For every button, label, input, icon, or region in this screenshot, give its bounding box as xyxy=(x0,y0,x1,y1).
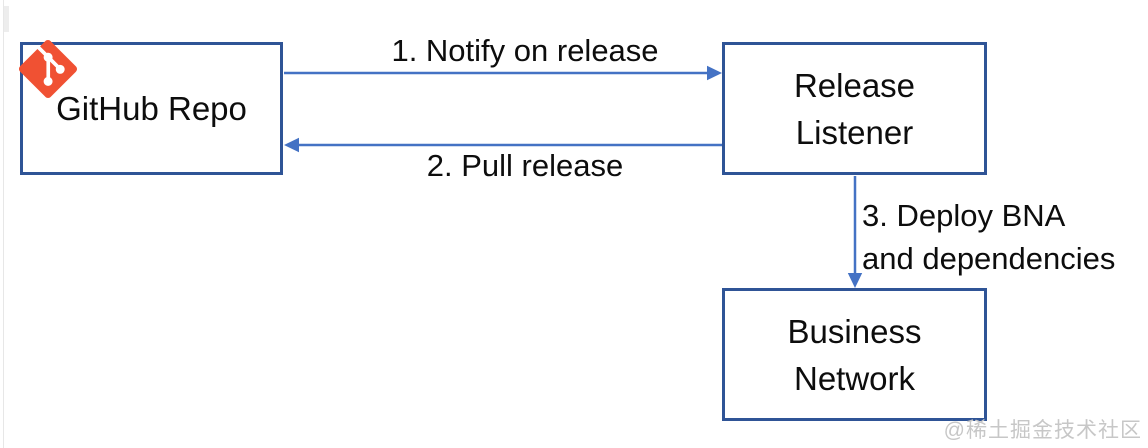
arrow-pull-head xyxy=(284,137,299,153)
edge-label-deploy-line1: 3. Deploy BNA xyxy=(862,198,1066,233)
edge-label-deploy: 3. Deploy BNA and dependencies xyxy=(862,194,1115,280)
node-release-listener: Release Listener xyxy=(722,42,987,175)
node-github-repo-label: GitHub Repo xyxy=(56,90,247,127)
arrow-deploy-bna xyxy=(847,176,863,288)
watermark: @稀土掘金技术社区 xyxy=(943,419,1142,442)
page-edge-artifact xyxy=(3,0,4,448)
node-business-network-label-line2: Network xyxy=(793,359,916,397)
page-edge-notch xyxy=(4,6,9,32)
edge-label-notify: 1. Notify on release xyxy=(391,33,659,68)
git-icon-svg xyxy=(19,39,77,98)
node-release-listener-label-line2: Listener xyxy=(795,113,914,151)
edge-label-pull: 2. Pull release xyxy=(426,148,624,183)
node-release-listener-label-line1: Release xyxy=(793,66,916,104)
arrow-deploy-head xyxy=(847,273,863,288)
node-business-network: Business Network xyxy=(722,288,987,421)
git-icon-path xyxy=(19,39,77,98)
edge-label-deploy-line2: and dependencies xyxy=(862,241,1116,276)
node-business-network-label-line1: Business xyxy=(787,312,922,350)
git-icon xyxy=(19,39,77,98)
